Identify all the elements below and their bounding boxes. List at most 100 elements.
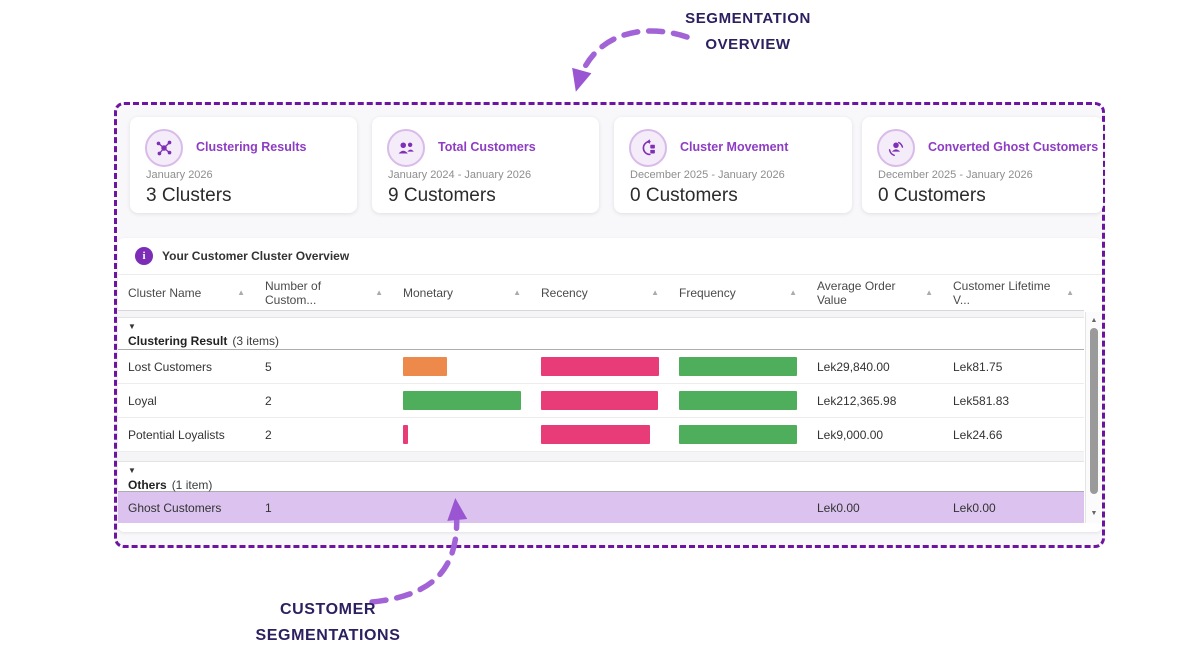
cell-average-order-value: Lek29,840.00 <box>817 359 890 374</box>
group-name: Clustering Result <box>128 334 228 348</box>
cell-frequency <box>669 418 807 451</box>
column-header-average-order-value[interactable]: Average Order Value▲ <box>817 278 933 307</box>
sort-icon[interactable]: ▲ <box>651 288 659 297</box>
cell-cluster-name: Loyal <box>128 393 157 408</box>
cell-customer-lifetime-value: Lek0.00 <box>953 500 996 515</box>
monetary-bar <box>403 391 521 410</box>
card-cluster-movement[interactable]: Cluster Movement December 2025 - January… <box>614 117 852 213</box>
column-header-number-of-customers[interactable]: Number of Custom...▲ <box>265 278 383 307</box>
cell-average-order-value: Lek212,365.98 <box>817 393 897 408</box>
sort-icon[interactable]: ▲ <box>375 288 383 297</box>
collapse-icon[interactable]: ▼ <box>128 466 136 475</box>
table-row-potential-loyalists[interactable]: Potential Loyalists 2 Lek9,000.00 Lek24.… <box>118 418 1084 452</box>
cell-customers: 5 <box>265 359 272 374</box>
cell-monetary <box>393 492 531 523</box>
column-header-customer-lifetime-value[interactable]: Customer Lifetime V...▲ <box>953 278 1074 307</box>
cell-customers: 2 <box>265 427 272 442</box>
segmentation-overview-label: SEGMENTATION OVERVIEW <box>648 6 848 57</box>
frequency-bar <box>679 391 797 410</box>
customer-segmentations-label-line2: SEGMENTATIONS <box>255 627 401 645</box>
cell-customers: 1 <box>265 500 272 515</box>
cluster-network-icon <box>145 129 183 167</box>
group-separator <box>118 311 1084 318</box>
segmentation-overview-label-line1: SEGMENTATION <box>685 10 811 27</box>
card-value: 9 Customers <box>388 185 496 206</box>
card-converted-ghost-customers[interactable]: Converted Ghost Customers December 2025 … <box>862 117 1103 213</box>
cell-frequency <box>669 350 807 383</box>
person-sync-icon <box>877 129 915 167</box>
table-row-ghost-customers[interactable]: Ghost Customers 1 Lek0.00 Lek0.00 <box>118 492 1084 523</box>
card-title: Clustering Results <box>196 140 307 154</box>
cell-recency <box>531 384 669 417</box>
card-value: 0 Customers <box>878 185 986 206</box>
cell-monetary <box>393 418 531 451</box>
group-count: (3 items) <box>232 334 280 348</box>
cell-customer-lifetime-value: Lek581.83 <box>953 393 1010 408</box>
cell-cluster-name: Ghost Customers <box>128 500 222 515</box>
sort-icon[interactable]: ▲ <box>237 288 245 297</box>
card-period: December 2025 - January 2026 <box>630 169 785 181</box>
cell-monetary <box>393 350 531 383</box>
scroll-down-icon[interactable]: ▼ <box>1090 510 1098 517</box>
card-clustering-results[interactable]: Clustering Results January 2026 3 Cluste… <box>130 117 357 213</box>
column-header-cluster-name[interactable]: Cluster Name▲ <box>128 285 245 300</box>
card-total-customers[interactable]: Total Customers January 2024 - January 2… <box>372 117 599 213</box>
group-name: Others <box>128 478 167 492</box>
vertical-scrollbar[interactable]: ▲ ▼ <box>1085 312 1101 523</box>
table-header-row: Cluster Name▲ Number of Custom...▲ Monet… <box>118 275 1084 311</box>
card-title: Total Customers <box>438 140 536 154</box>
card-value: 3 Clusters <box>146 185 232 206</box>
card-title: Converted Ghost Customers <box>928 140 1099 154</box>
cell-monetary <box>393 384 531 417</box>
card-value: 0 Customers <box>630 185 738 206</box>
monetary-bar <box>403 357 447 376</box>
frequency-bar <box>679 357 797 376</box>
sort-icon[interactable]: ▲ <box>513 288 521 297</box>
card-title: Cluster Movement <box>680 140 789 154</box>
customer-segmentations-label-line1: CUSTOMER <box>279 601 377 618</box>
cluster-table-panel: i Your Customer Cluster Overview Cluster… <box>118 238 1102 532</box>
cell-cluster-name: Potential Loyalists <box>128 427 225 442</box>
cell-frequency <box>669 492 807 523</box>
cell-recency <box>531 492 669 523</box>
recency-bar <box>541 357 659 376</box>
card-period: January 2024 - January 2026 <box>388 169 532 181</box>
refresh-squares-icon <box>629 129 667 167</box>
sort-icon[interactable]: ▲ <box>1066 288 1074 297</box>
cell-recency <box>531 350 669 383</box>
sort-icon[interactable]: ▲ <box>925 288 933 297</box>
card-period: December 2025 - January 2026 <box>878 169 1033 181</box>
group-separator <box>118 452 1084 462</box>
cell-recency <box>531 418 669 451</box>
customer-segmentations-label: CUSTOMER SEGMENTATIONS <box>228 597 428 650</box>
cell-customer-lifetime-value: Lek24.66 <box>953 427 1003 442</box>
recency-bar <box>541 425 650 444</box>
cell-average-order-value: Lek9,000.00 <box>817 427 884 442</box>
cell-average-order-value: Lek0.00 <box>817 500 860 515</box>
info-icon[interactable]: i <box>135 247 153 265</box>
cell-frequency <box>669 384 807 417</box>
group-header-clustering-result: ▼ Clustering Result (3 items) <box>118 318 1084 350</box>
column-header-monetary[interactable]: Monetary▲ <box>403 285 521 300</box>
cell-customers: 2 <box>265 393 272 408</box>
cell-customer-lifetime-value: Lek81.75 <box>953 359 1003 374</box>
sort-icon[interactable]: ▲ <box>789 288 797 297</box>
table-info-row: i Your Customer Cluster Overview <box>118 238 1102 275</box>
column-header-recency[interactable]: Recency▲ <box>541 285 659 300</box>
card-period: January 2026 <box>146 169 213 181</box>
table-row-lost-customers[interactable]: Lost Customers 5 Lek29,840.00 Lek81.75 <box>118 350 1084 384</box>
scrollbar-thumb[interactable] <box>1090 328 1098 494</box>
monetary-bar <box>403 425 408 444</box>
scroll-up-icon[interactable]: ▲ <box>1090 317 1098 324</box>
table-row-loyal[interactable]: Loyal 2 Lek212,365.98 Lek581.83 <box>118 384 1084 418</box>
table-info-title: Your Customer Cluster Overview <box>162 249 350 263</box>
recency-bar <box>541 391 658 410</box>
cell-cluster-name: Lost Customers <box>128 359 213 374</box>
group-count: (1 item) <box>171 478 213 492</box>
segmentation-overview-label-line2: OVERVIEW <box>705 35 791 53</box>
people-icon <box>387 129 425 167</box>
group-header-others: ▼ Others (1 item) <box>118 462 1084 492</box>
collapse-icon[interactable]: ▼ <box>128 322 136 331</box>
column-header-frequency[interactable]: Frequency▲ <box>679 285 797 300</box>
